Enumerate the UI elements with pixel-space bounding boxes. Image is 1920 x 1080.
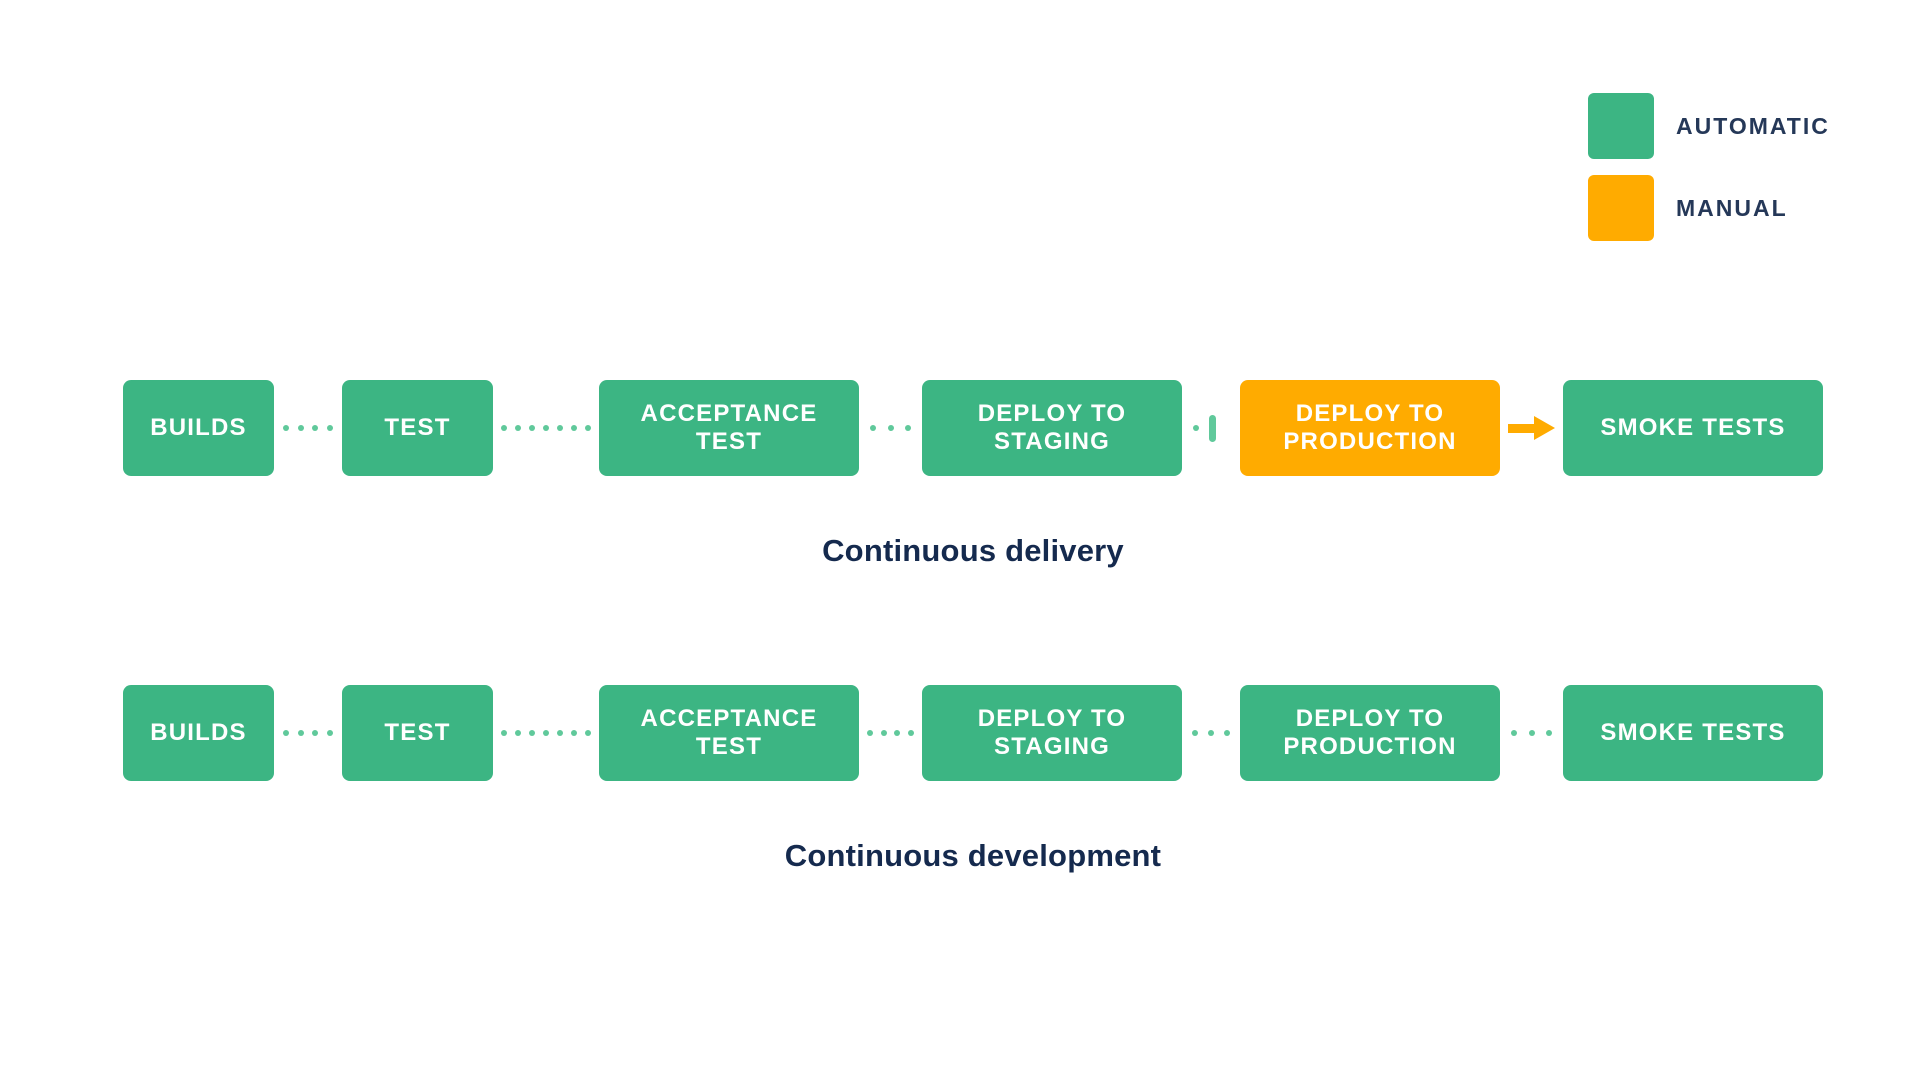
stage-acceptance-test: ACCEPTANCE TEST bbox=[599, 685, 859, 781]
connector-dot bbox=[297, 730, 304, 736]
stage-label: SMOKE TESTS bbox=[1600, 413, 1786, 441]
connector-dot bbox=[904, 425, 911, 431]
connector-dot bbox=[327, 730, 334, 736]
legend-label-manual: MANUAL bbox=[1676, 194, 1788, 221]
connector-dot bbox=[1192, 730, 1198, 736]
pipeline-continuous-delivery: BUILDS TEST ACCEPTANCE TEST DEPLOY TO ST… bbox=[123, 380, 1823, 476]
stage-deploy-to-production: DEPLOY TO PRODUCTION bbox=[1240, 685, 1500, 781]
stage-test: TEST bbox=[342, 380, 493, 476]
pipeline-continuous-development: BUILDS TEST ACCEPTANCE TEST DEPLOY TO ST… bbox=[123, 685, 1823, 781]
dotted-connector bbox=[859, 685, 922, 781]
stage-label: DEPLOY TO PRODUCTION bbox=[1283, 399, 1457, 455]
connector-dot bbox=[571, 730, 577, 736]
stage-label: BUILDS bbox=[150, 413, 247, 441]
legend: AUTOMATIC MANUAL bbox=[1588, 93, 1830, 257]
connector-dot bbox=[543, 425, 549, 431]
stage-smoke-tests: SMOKE TESTS bbox=[1563, 685, 1823, 781]
stage-label: DEPLOY TO STAGING bbox=[977, 399, 1127, 455]
dotted-connector bbox=[859, 380, 922, 476]
dotted-connector bbox=[493, 380, 599, 476]
manual-arrow-connector bbox=[1500, 380, 1563, 476]
connector-dot bbox=[870, 425, 877, 431]
connector-dot bbox=[501, 425, 507, 431]
connector-dot bbox=[880, 730, 887, 736]
connector-dot bbox=[543, 730, 549, 736]
connector-dot bbox=[1528, 730, 1535, 736]
connector-dot bbox=[282, 425, 289, 431]
dotted-connector bbox=[1182, 685, 1240, 781]
stage-label: ACCEPTANCE TEST bbox=[640, 704, 818, 760]
stage-label: SMOKE TESTS bbox=[1600, 718, 1786, 746]
connector-dot bbox=[557, 425, 563, 431]
dotted-connector bbox=[493, 685, 599, 781]
dotted-connector bbox=[1500, 685, 1563, 781]
legend-item-automatic: AUTOMATIC bbox=[1588, 93, 1830, 159]
dotted-connector bbox=[274, 380, 342, 476]
stage-acceptance-test: ACCEPTANCE TEST bbox=[599, 380, 859, 476]
stage-label: TEST bbox=[384, 718, 451, 746]
stage-deploy-to-production: DEPLOY TO PRODUCTION bbox=[1240, 380, 1500, 476]
connector-dot bbox=[1545, 730, 1552, 736]
connector-dot bbox=[571, 425, 577, 431]
connector-dot bbox=[887, 425, 894, 431]
legend-label-automatic: AUTOMATIC bbox=[1676, 112, 1830, 139]
caption-continuous-delivery: Continuous delivery bbox=[822, 533, 1124, 568]
connector-dot bbox=[866, 730, 873, 736]
connector-dot bbox=[312, 730, 319, 736]
connector-dot bbox=[501, 730, 507, 736]
stage-label: TEST bbox=[384, 413, 451, 441]
connector-dot bbox=[515, 730, 521, 736]
dotted-connector bbox=[274, 685, 342, 781]
stage-label: ACCEPTANCE TEST bbox=[640, 399, 818, 455]
connector-dot bbox=[894, 730, 901, 736]
connector-dot bbox=[529, 425, 535, 431]
stage-label: DEPLOY TO STAGING bbox=[977, 704, 1127, 760]
connector-dot bbox=[515, 425, 521, 431]
connector-dot bbox=[1224, 730, 1230, 736]
caption-continuous-development: Continuous development bbox=[784, 838, 1162, 873]
stage-label: BUILDS bbox=[150, 718, 247, 746]
connector-dot bbox=[297, 425, 304, 431]
arrow-shaft bbox=[1508, 423, 1534, 433]
arrow-right-icon bbox=[1534, 416, 1555, 440]
manual-color-swatch bbox=[1588, 175, 1654, 241]
connector-dot bbox=[327, 425, 334, 431]
stage-label: DEPLOY TO PRODUCTION bbox=[1283, 704, 1457, 760]
stage-builds: BUILDS bbox=[123, 380, 274, 476]
stage-smoke-tests: SMOKE TESTS bbox=[1563, 380, 1823, 476]
connector-dot bbox=[585, 425, 591, 431]
stage-test: TEST bbox=[342, 685, 493, 781]
connector-dot bbox=[557, 730, 563, 736]
connector-dot bbox=[529, 730, 535, 736]
connector-dot bbox=[312, 425, 319, 431]
connector-dot bbox=[1511, 730, 1518, 736]
connector-dot bbox=[282, 730, 289, 736]
stage-deploy-to-staging: DEPLOY TO STAGING bbox=[922, 685, 1182, 781]
connector-dot bbox=[908, 730, 915, 736]
automatic-color-swatch bbox=[1588, 93, 1654, 159]
stage-deploy-to-staging: DEPLOY TO STAGING bbox=[922, 380, 1182, 476]
manual-gate-connector bbox=[1182, 380, 1240, 476]
gate-bar-icon bbox=[1209, 414, 1216, 442]
stage-builds: BUILDS bbox=[123, 685, 274, 781]
connector-dot bbox=[585, 730, 591, 736]
connector-dot bbox=[1208, 730, 1214, 736]
legend-item-manual: MANUAL bbox=[1588, 175, 1830, 241]
connector-dot bbox=[1193, 425, 1199, 431]
